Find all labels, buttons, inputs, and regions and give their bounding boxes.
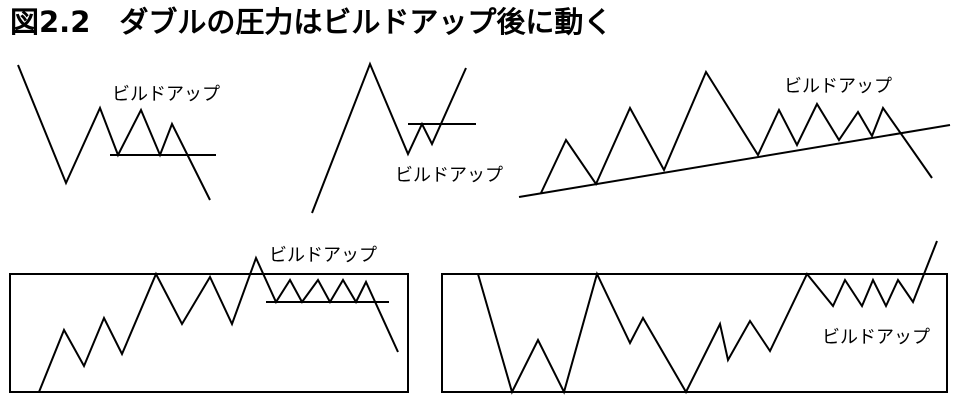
price-line	[540, 69, 933, 194]
price-line	[38, 255, 399, 393]
range-box	[9, 273, 409, 393]
buildup-label: ビルドアップ	[822, 327, 930, 348]
price-line	[477, 240, 938, 395]
buildup-label: ビルドアップ	[269, 245, 377, 266]
buildup-label: ビルドアップ	[395, 165, 503, 186]
panel-top-right: ビルドアップ	[518, 69, 951, 198]
panel-top-left: ビルドアップ	[17, 64, 220, 201]
figure-title: 図2.2 ダブルの圧力はビルドアップ後に動く	[10, 5, 613, 39]
panel-bottom-left: ビルドアップ	[9, 245, 409, 393]
rising-trendline	[518, 124, 951, 198]
panel-top-center: ビルドアップ	[311, 61, 503, 214]
range-box	[441, 273, 948, 393]
buildup-label: ビルドアップ	[784, 76, 892, 97]
buildup-label: ビルドアップ	[112, 84, 220, 105]
price-line	[17, 64, 211, 201]
panel-bottom-right: ビルドアップ	[441, 240, 948, 395]
price-line	[311, 61, 467, 214]
